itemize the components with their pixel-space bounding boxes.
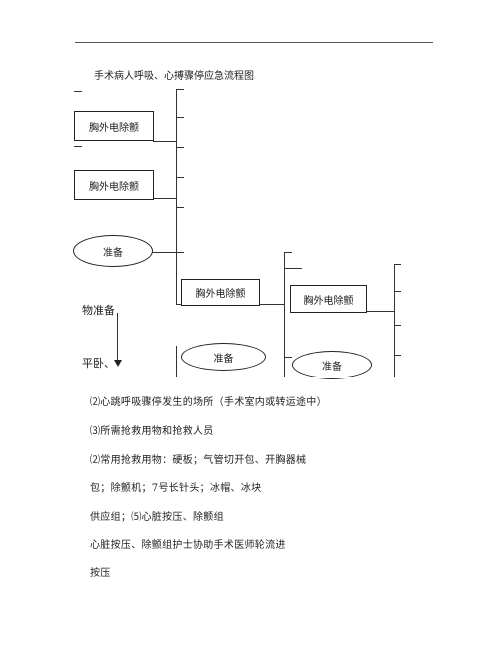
connector-line: [153, 198, 176, 199]
connector-line: [284, 252, 292, 253]
connector-line: [394, 325, 401, 326]
paragraph: ⑵心跳呼吸骤停发生的场所（手术室内或转运途中）: [90, 397, 327, 408]
arrow-line: [117, 313, 118, 361]
flowchart-label: 物准备: [82, 304, 115, 317]
flowchart-box: 胸外电除颤: [181, 279, 260, 306]
flowchart-label: 平卧、: [82, 357, 115, 370]
connector-line: [74, 91, 82, 92]
connector-line: [394, 264, 395, 377]
flowchart-box: 胸外电除颤: [74, 111, 154, 141]
connector-line: [152, 252, 176, 253]
connector-line: [176, 252, 184, 253]
flowchart-ellipse: 准备: [73, 235, 153, 267]
flowchart-box: 胸外电除颤: [74, 170, 154, 200]
connector-line: [284, 357, 292, 358]
connector-line: [176, 346, 177, 377]
connector-line: [394, 355, 401, 356]
connector-line: [176, 147, 184, 148]
paragraph: 供应组；⑸心脏按压、除颤组: [90, 512, 224, 523]
connector-line: [176, 177, 184, 178]
connector-line: [284, 268, 302, 269]
paragraph: 心脏按压、除颤组护士协助手术医师轮流进: [90, 540, 286, 551]
paragraph: ⑵常用抢救用物：硬板；气管切开包、开胸器械: [90, 455, 307, 466]
connector-line: [176, 89, 177, 304]
connector-line: [284, 252, 285, 377]
paragraph: 按压: [90, 568, 111, 579]
header-rule: [75, 42, 433, 43]
connector-line: [367, 311, 394, 312]
page-title: 手术病人呼吸、心搏骤停应急流程图: [94, 71, 254, 82]
connector-line: [74, 146, 82, 147]
connector-line: [394, 291, 401, 292]
flowchart-box: 胸外电除颤: [290, 285, 367, 313]
paragraph: 包；除颤机；7号长针头；冰帽、冰块: [90, 483, 262, 494]
flowchart-ellipse: 准备: [181, 343, 266, 371]
connector-line: [176, 207, 184, 208]
diagram-bottom-edge: [176, 377, 402, 378]
paragraph: ⑶所需抢救用物和抢救人员: [90, 426, 214, 437]
connector-line: [394, 264, 401, 265]
connector-line: [176, 89, 184, 90]
arrow-head-icon: [114, 360, 122, 367]
connector-line: [176, 117, 184, 118]
connector-line: [153, 141, 176, 142]
flowchart-ellipse: 准备: [292, 351, 372, 379]
